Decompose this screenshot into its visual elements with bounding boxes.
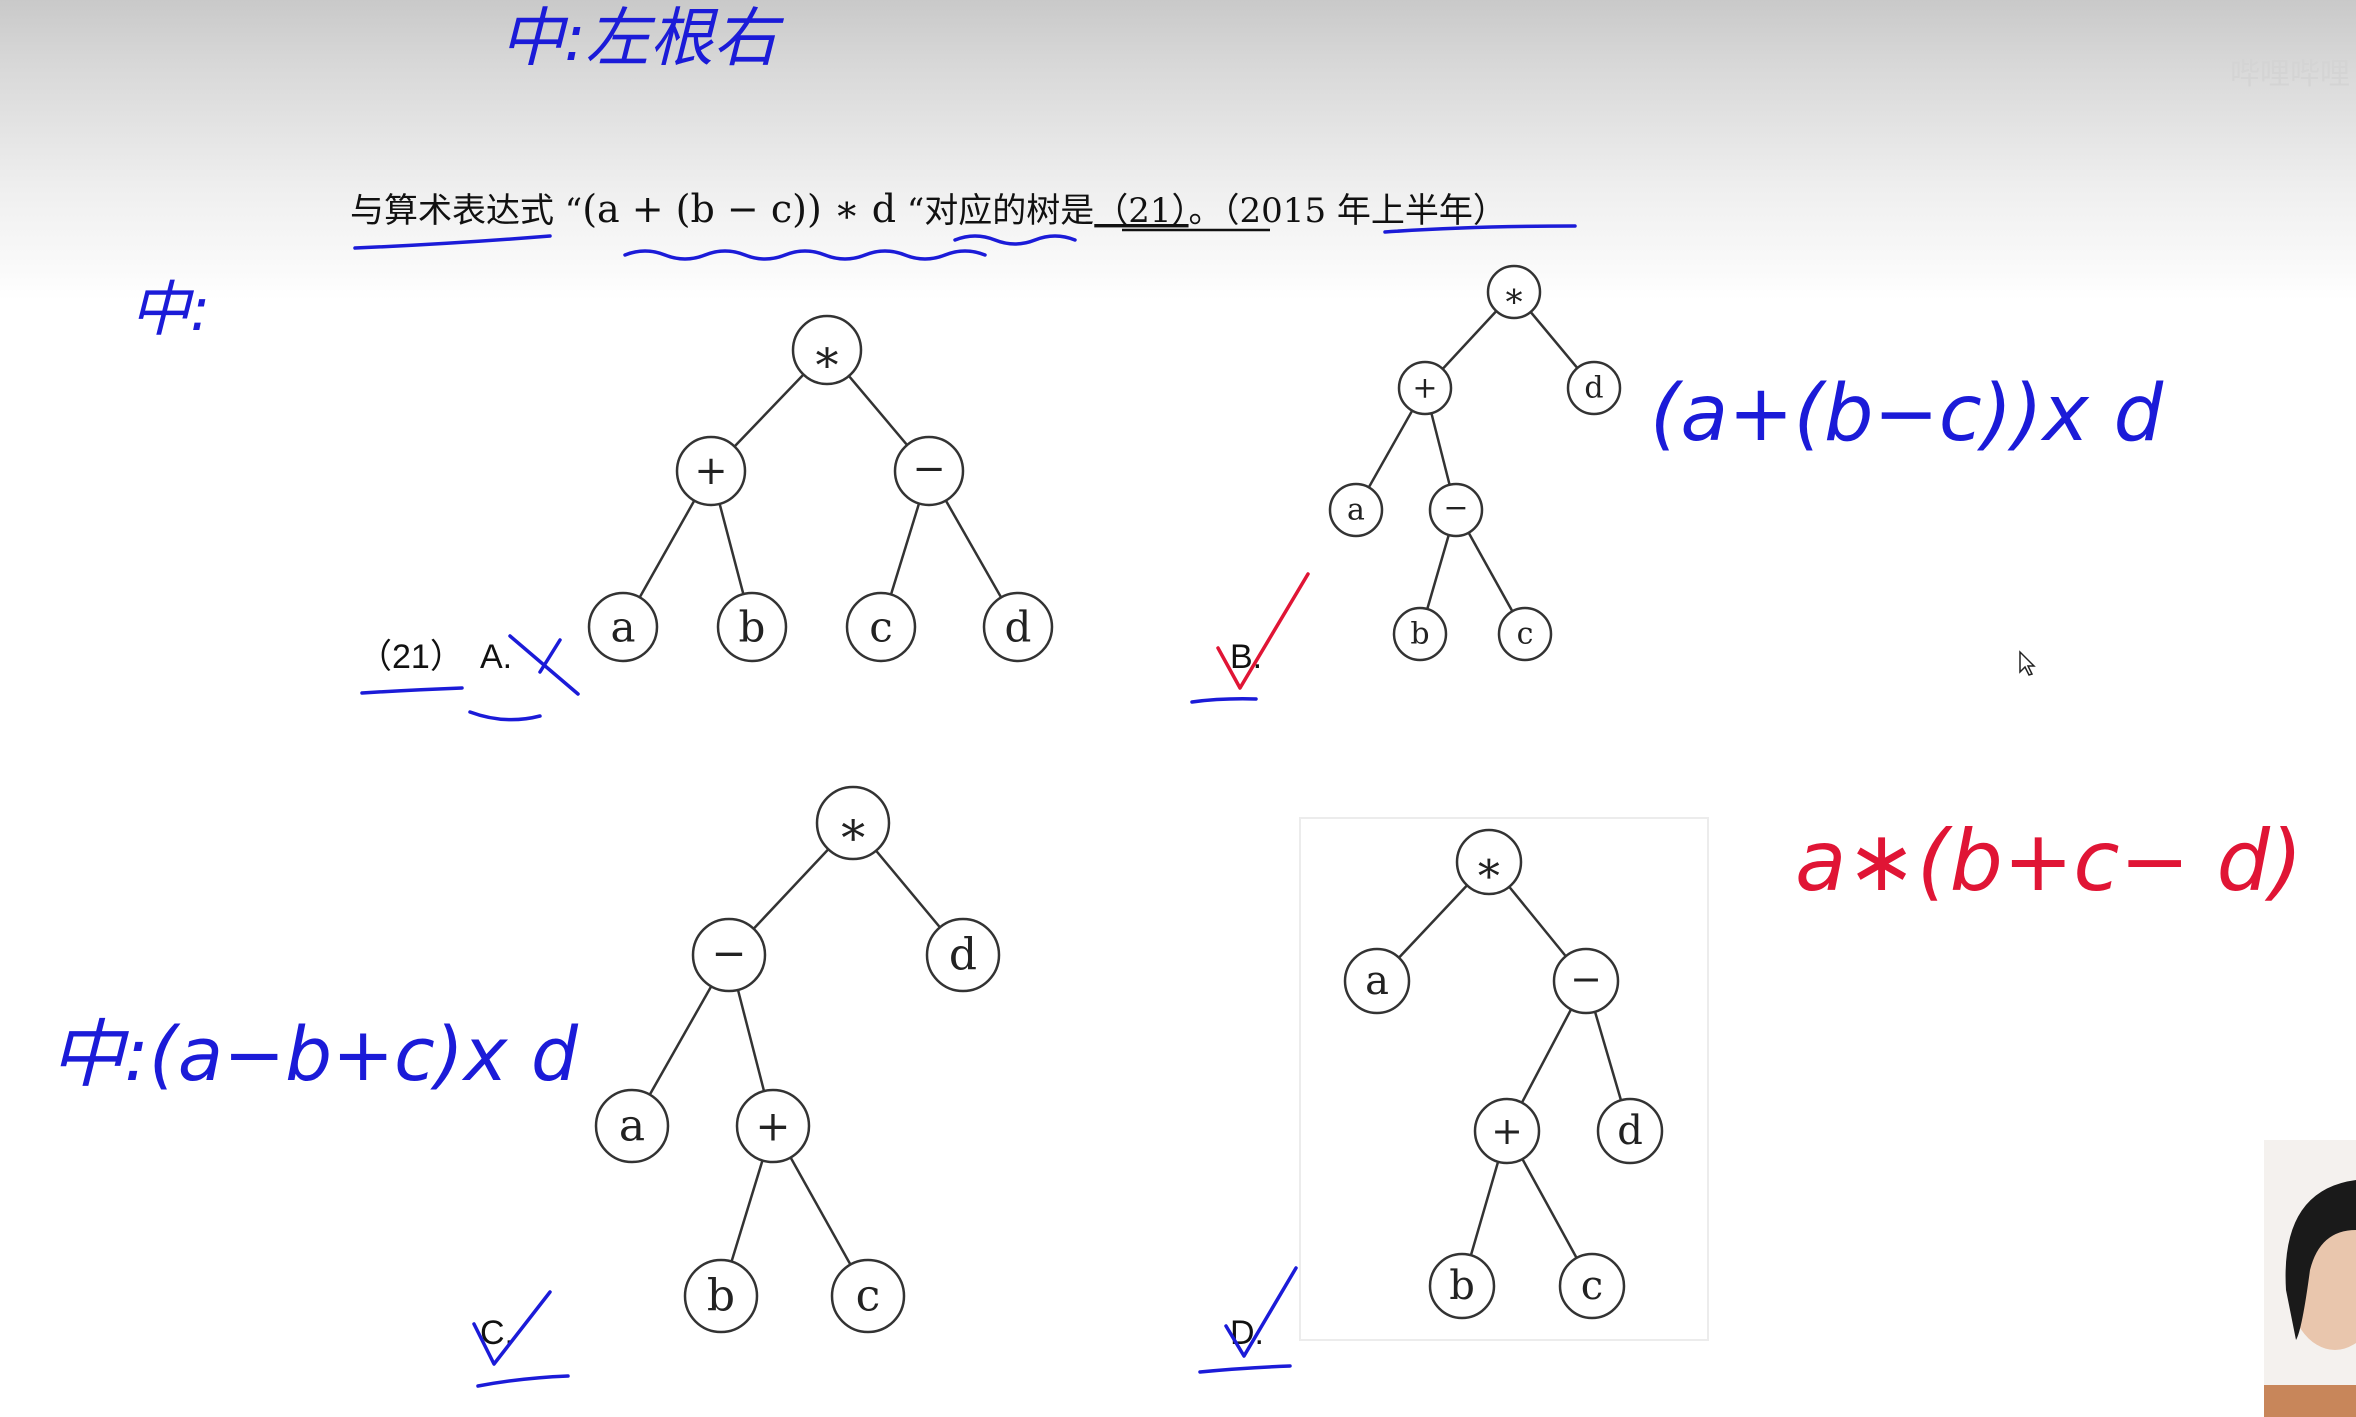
ink-underline-2: [623, 249, 987, 261]
tree-node: [587, 591, 659, 663]
node-label: a: [610, 603, 635, 652]
node-label: b: [1410, 617, 1429, 652]
tree-option-a: ∗ + − a b c d: [587, 314, 1054, 663]
tree-node: [1486, 264, 1542, 320]
node-label: b: [739, 603, 766, 652]
node-label: −: [1570, 957, 1602, 1001]
tree-node: [791, 314, 863, 386]
check-mark-b: [1216, 572, 1310, 690]
question-line: 与算术表达式 “(a + (b − c)) ∗ d “对应的树是（21）。（20…: [350, 187, 1507, 231]
option-a-label: A.: [480, 638, 512, 676]
tree-node: [675, 435, 747, 507]
question-number-label: （21）: [358, 638, 464, 676]
tree-node: [1397, 360, 1453, 416]
tree-node: [1392, 606, 1448, 662]
check-mark-c: [472, 1290, 552, 1366]
node-label: +: [1412, 371, 1437, 406]
question-expression: (a + (b − c)) ∗ d: [582, 187, 896, 231]
check-mark-d: [1224, 1266, 1298, 1358]
node-label: +: [755, 1102, 790, 1151]
node-label: d: [1584, 371, 1603, 406]
node-label: a: [619, 1101, 645, 1152]
note-d: a∗(b+c− d): [1795, 812, 2303, 910]
node-label: ∗: [837, 801, 870, 857]
ink-underline-a1: [360, 686, 464, 695]
tree-node: [735, 1088, 811, 1164]
node-label: c: [1581, 1263, 1603, 1309]
question-blank: （21）: [1094, 191, 1188, 231]
question-middle: “对应的树是: [896, 191, 1094, 231]
tree-option-b: ∗ + d a − b c: [1328, 264, 1622, 662]
tree-node: [1455, 828, 1523, 896]
tree-node: [925, 917, 1001, 993]
ink-underline-4: [1383, 224, 1577, 234]
tree-node: [1497, 606, 1553, 662]
node-label: a: [1365, 958, 1389, 1004]
tree-node: [594, 1088, 670, 1164]
node-label: a: [1347, 493, 1365, 528]
tree-option-c: ∗ − d a + b c: [594, 785, 1001, 1334]
ink-underline-a2: [468, 710, 542, 722]
tree-node: [982, 591, 1054, 663]
node-label: −: [711, 929, 746, 978]
tree-node: [1328, 482, 1384, 538]
tree-node: [683, 1258, 759, 1334]
tree-node: [1473, 1097, 1541, 1165]
ink-underline-c: [476, 1374, 570, 1388]
ink-underline-b: [1190, 697, 1258, 704]
node-label: b: [707, 1271, 735, 1322]
node-label: d: [949, 930, 977, 981]
tree-node: [1428, 1252, 1496, 1320]
webcam-hair: [2285, 1180, 2356, 1340]
node-label: ∗: [1502, 276, 1525, 316]
tree-node: [845, 591, 917, 663]
ink-underline-1: [353, 234, 552, 250]
ink-underline-d: [1198, 1364, 1292, 1374]
node-label: d: [1005, 603, 1032, 652]
watermark: 哔哩哔哩: [2230, 58, 2350, 91]
node-label: b: [1449, 1263, 1475, 1309]
tree-node: [1552, 947, 1620, 1015]
tree-node: [1596, 1097, 1664, 1165]
node-label: c: [856, 1271, 881, 1322]
node-label: +: [1491, 1109, 1523, 1153]
question-prefix: 与算术表达式 “: [350, 191, 582, 231]
node-label: −: [1443, 491, 1468, 526]
cross-mark-a: [508, 634, 580, 696]
top-note: 中:左根右: [500, 2, 785, 76]
note-c: 中:(a−b+c)x d: [50, 1012, 579, 1098]
node-label: ∗: [811, 329, 842, 383]
option-d-panel: [1299, 817, 1709, 1341]
ink-underline-3: [953, 234, 1077, 246]
tree-node: [1343, 947, 1411, 1015]
tree-node: [830, 1258, 906, 1334]
node-label: d: [1617, 1108, 1643, 1154]
side-note: 中:: [130, 275, 210, 345]
node-label: +: [694, 448, 728, 494]
tree-option-d: ∗ a − + d b c: [1343, 828, 1664, 1320]
webcam-shirt: [2264, 1385, 2356, 1417]
tree-node: [716, 591, 788, 663]
node-label: c: [869, 603, 893, 652]
tree-node: [1428, 482, 1484, 538]
tree-node: [691, 917, 767, 993]
node-label: −: [912, 446, 946, 492]
tree-node: [1558, 1252, 1626, 1320]
tree-node: [1566, 360, 1622, 416]
webcam-overlay: [2264, 1140, 2356, 1417]
question-suffix: 。（2015 年上半年）: [1189, 191, 1507, 231]
tree-node: [815, 785, 891, 861]
node-label: c: [1517, 617, 1534, 652]
tree-node: [893, 435, 965, 507]
note-b: (a+(b−c))x d: [1650, 369, 2164, 459]
mouse-cursor-icon: [2019, 650, 2036, 676]
node-label: ∗: [1474, 843, 1504, 894]
